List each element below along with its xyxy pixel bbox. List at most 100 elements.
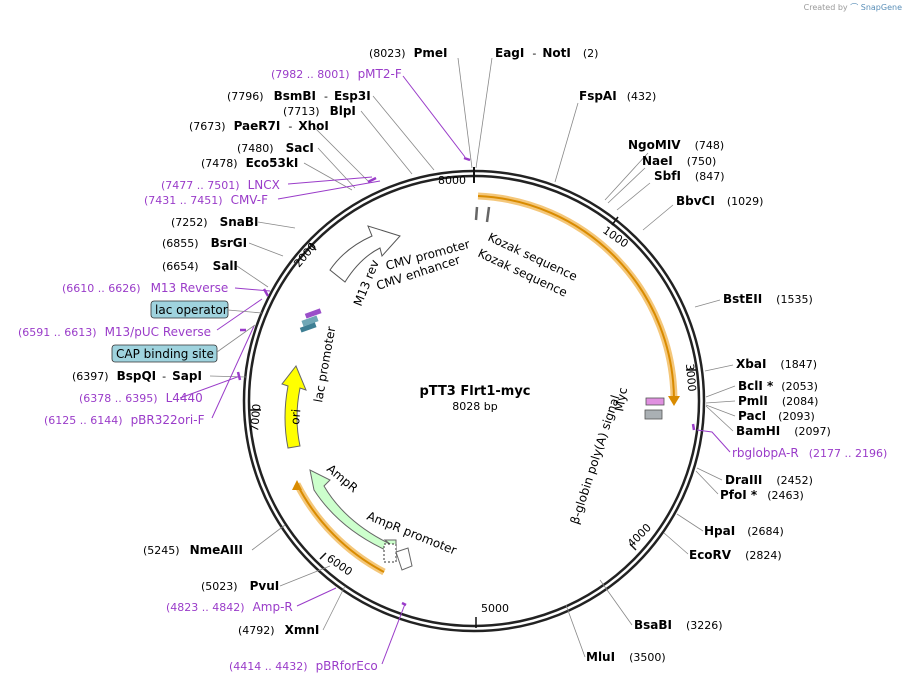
myc-feature xyxy=(645,397,665,406)
enzyme-bspqi-sapi: (6397)BspQI-SapI xyxy=(72,369,202,383)
enzyme-blpi: (7713)BlpI xyxy=(283,104,356,118)
line-ecorv xyxy=(663,532,689,555)
primer-cmvf: (7431 .. 7451)CMV-F xyxy=(144,193,268,207)
enzyme-snabi: (7252)SnaBI xyxy=(171,215,258,229)
primer-labels: (7982 .. 8001)pMT2-F (7477 .. 7501)LNCX … xyxy=(18,67,887,673)
enzyme-fspai: FspAI(432) xyxy=(579,89,656,103)
lac-operator-feature xyxy=(301,315,319,327)
cap-label-box xyxy=(111,344,218,363)
enzyme-naei: NaeI(750) xyxy=(642,154,716,168)
feature-ampr: AmpR xyxy=(324,462,360,496)
enzyme-xbai: XbaI(1847) xyxy=(736,357,817,371)
tick-label-8000: 8000 xyxy=(438,174,466,187)
enzyme-paer7i-xhoi: (7673)PaeR7I-XhoI xyxy=(189,119,329,133)
line-pmei xyxy=(457,57,473,169)
tick-1000 xyxy=(611,216,619,226)
watermark-brand: SnapGene xyxy=(860,3,902,12)
watermark-prefix: Created by xyxy=(803,3,848,12)
line-mlui xyxy=(565,604,586,658)
line-bspqi xyxy=(209,375,247,378)
globin-feature xyxy=(644,409,663,420)
ampr-orf-arc xyxy=(296,483,385,573)
line-nmeaiii xyxy=(251,524,286,551)
feature-lac-promoter: lac promoter xyxy=(311,325,338,403)
feature-globin: β-globin poly(A) signal xyxy=(568,393,623,526)
pmark-l4440 xyxy=(236,371,242,381)
ampr-promoter-box xyxy=(383,543,397,563)
feature-ampr-promoter: AmpR promoter xyxy=(365,509,459,558)
pline-cmvf xyxy=(277,180,381,200)
line-bsabi xyxy=(599,579,633,626)
enzyme-bsabi: BsaBI(3226) xyxy=(634,618,723,632)
tick-label-2000: 3000 xyxy=(683,363,698,392)
tick-3000 xyxy=(629,543,637,551)
enzyme-labels: (8023)PmeI EagI-NotI(2) FspAI(432) NgoMI… xyxy=(72,46,831,664)
line-eco53ki xyxy=(303,162,353,191)
line-naei xyxy=(607,167,646,204)
line-bsteii xyxy=(694,299,721,308)
enzyme-hpai: HpaI(2684) xyxy=(704,524,784,538)
primer-leader-lines xyxy=(179,75,731,665)
line-blpi xyxy=(360,110,413,175)
line-bamhi xyxy=(705,405,734,432)
ampr-orf-arrowhead xyxy=(292,480,302,490)
boxed-labels: lac operator CAP binding site xyxy=(111,300,263,363)
primer-pmt2f: (7982 .. 8001)pMT2-F xyxy=(271,67,402,81)
enzyme-bsmbi-esp3i: (7796)BsmBI-Esp3I xyxy=(227,89,371,103)
primer-pbrforeco: (4414 .. 4432)pBRforEco xyxy=(229,659,378,673)
pline-pbr322 xyxy=(211,325,255,419)
enzyme-sbfi: SbfI(847) xyxy=(654,169,725,183)
orf-arc xyxy=(477,195,675,401)
enzyme-draiii: DraIII(2452) xyxy=(725,473,813,487)
kozak-mark-2 xyxy=(485,206,491,223)
plasmid-size: 8028 bp xyxy=(452,400,497,413)
snapgene-logo-icon: ⌒ xyxy=(850,3,859,12)
leader-lines xyxy=(209,57,736,658)
enzyme-ngomiv: NgoMIV(748) xyxy=(628,138,724,152)
feature-ori: ori xyxy=(288,408,303,425)
kozak-mark-1 xyxy=(474,206,479,221)
pline-m13puc xyxy=(216,298,263,331)
tick-5000 xyxy=(319,552,327,560)
enzyme-bcli: BclI *(2053) xyxy=(738,379,818,393)
pmark-cmvf xyxy=(367,176,377,184)
line-hpai xyxy=(676,513,704,532)
plasmid-name: pTT3 Flrt1-myc xyxy=(419,384,530,399)
enzyme-mlui: MluI(3500) xyxy=(586,650,666,664)
cmv-arrow-feature xyxy=(329,225,401,283)
pline-amprp xyxy=(296,587,337,607)
primer-m13rev: (6610 .. 6626)M13 Reverse xyxy=(62,281,228,295)
pline-lncx xyxy=(287,176,373,185)
m13-rev-feature xyxy=(304,308,322,319)
pmark-m13rev xyxy=(262,288,270,297)
tick-label-4000: 5000 xyxy=(481,602,509,615)
enzyme-sali: (6654)SalI xyxy=(162,259,238,273)
line-xbai xyxy=(704,364,734,372)
pline-rbglobpa xyxy=(696,429,731,453)
line-bcli xyxy=(705,385,736,398)
ampr-promoter-arrow xyxy=(395,547,413,571)
pline-pmt2f xyxy=(402,75,466,158)
enzyme-nmeaiii: (5245)NmeAIII xyxy=(143,543,243,557)
enzyme-bsteii: BstEII(1535) xyxy=(723,292,813,306)
primer-pbr322: (6125 .. 6144)pBR322ori-F xyxy=(44,413,205,427)
line-bsmbi xyxy=(372,95,435,171)
tick-7000 xyxy=(308,242,317,251)
line-snabi xyxy=(257,221,296,229)
enzyme-bamhi: BamHI(2097) xyxy=(736,424,831,438)
snapgene-watermark: Created by ⌒ SnapGene xyxy=(804,2,902,13)
primer-lncx: (7477 .. 7501)LNCX xyxy=(161,178,280,192)
ori-feature xyxy=(281,365,307,449)
ampr-feature xyxy=(309,469,397,562)
line-fspai xyxy=(554,102,579,183)
enzyme-bbvci: BbvCI(1029) xyxy=(676,194,763,208)
line-paci xyxy=(705,404,736,417)
line-xmni xyxy=(322,585,346,631)
enzyme-saci: (7480)SacI xyxy=(237,141,314,155)
enzyme-pmli: PmlI(2084) xyxy=(738,394,818,408)
pline-pbrforeco xyxy=(381,603,406,665)
line-bbvci xyxy=(642,204,674,231)
cap-site-feature xyxy=(299,322,317,333)
enzyme-pvui: (5023)PvuI xyxy=(201,579,279,593)
